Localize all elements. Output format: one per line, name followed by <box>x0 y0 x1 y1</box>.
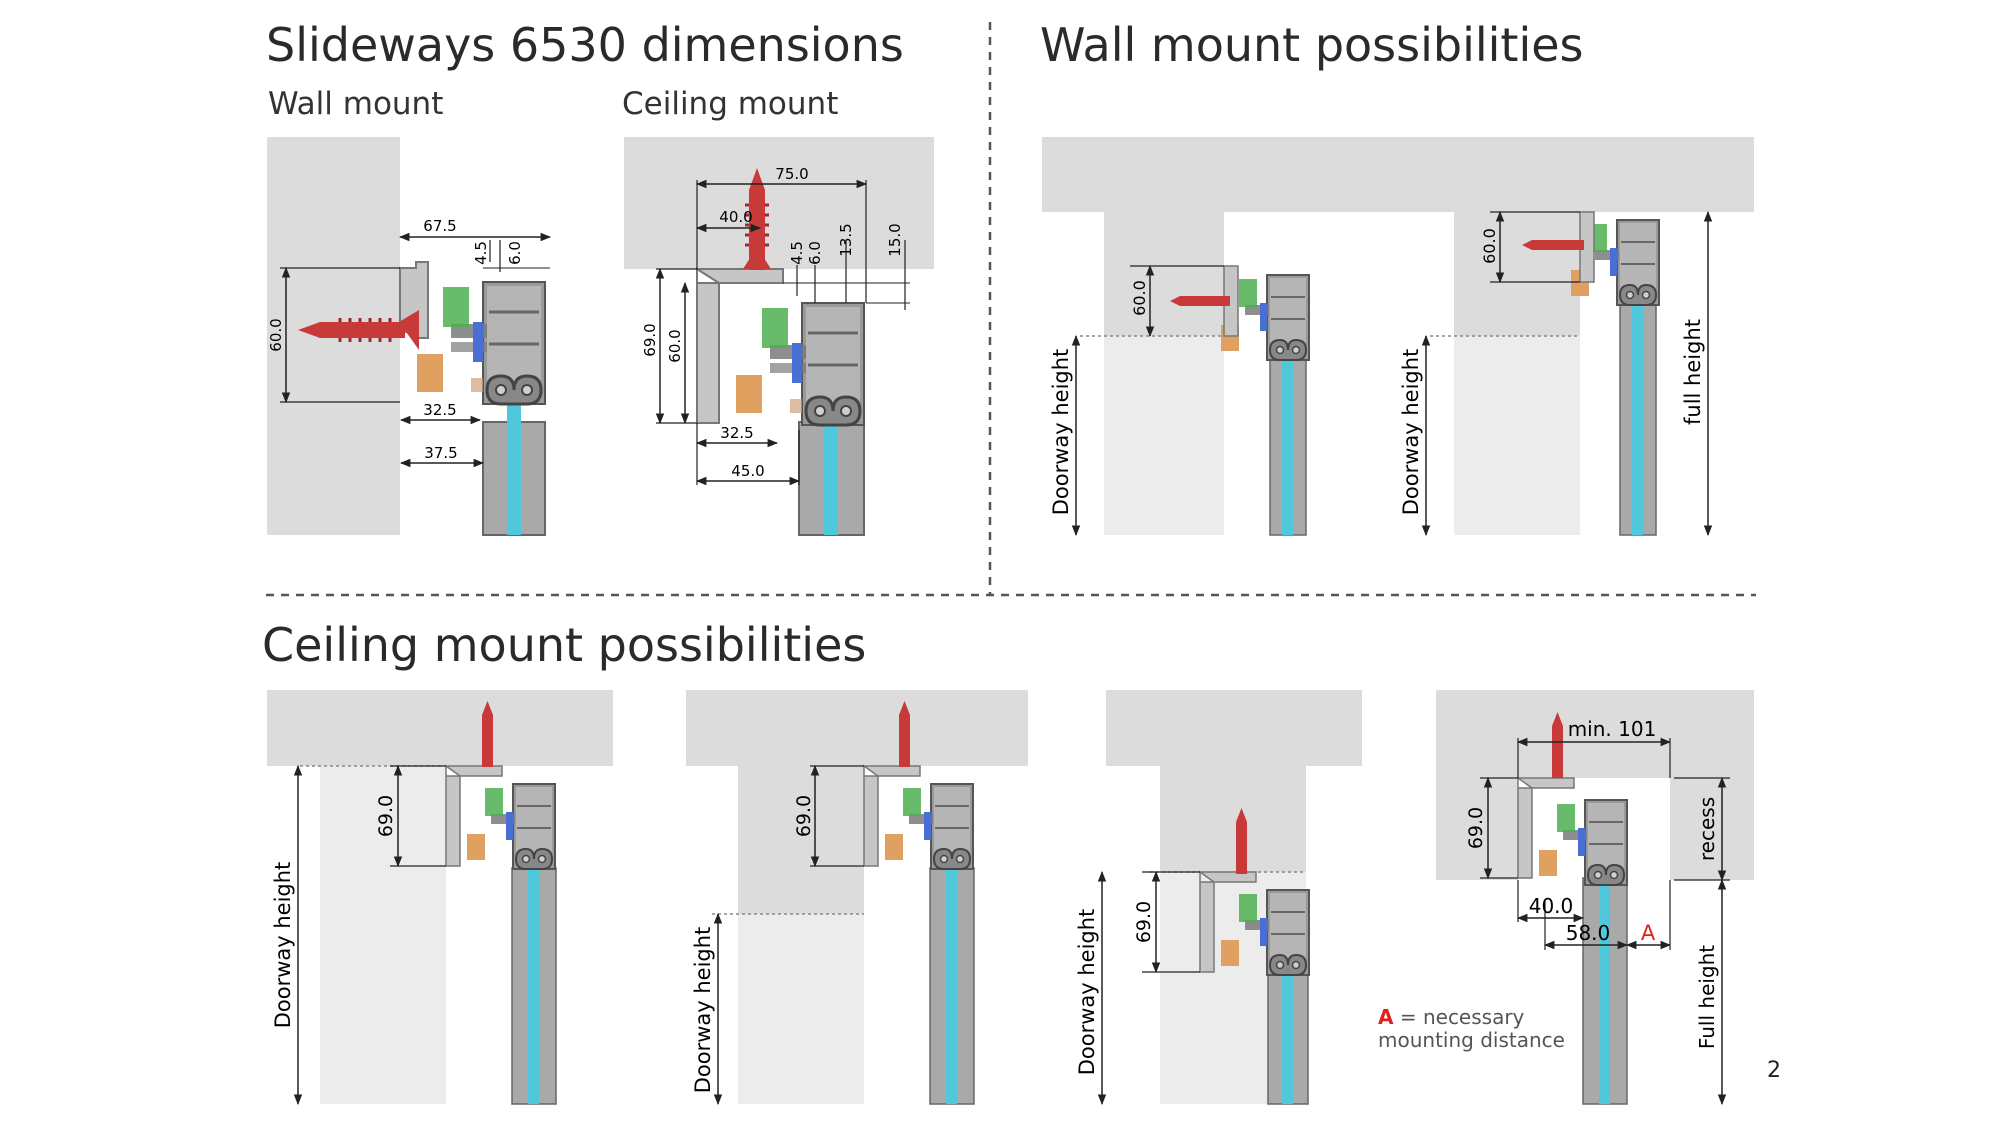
ceil-poss-dim-4: 69.0 <box>1465 807 1487 849</box>
ceil-poss-dim-a: A <box>1641 921 1656 945</box>
ceil-poss-dim-2: 69.0 <box>793 795 815 837</box>
ceil-poss-dim-1: 69.0 <box>375 795 397 837</box>
ceiling-poss-panel-1: 69.0 Doorway height <box>267 690 613 1106</box>
ceil-poss-doorway-3: Doorway height <box>1075 909 1099 1076</box>
wall-poss-dim-1: 60.0 <box>1130 280 1149 316</box>
ceil-poss-dim-40: 40.0 <box>1529 894 1574 918</box>
wall-mount-possibilities: 60.0 Doorway height 60.0 Doorway height … <box>1042 137 1754 537</box>
wall-mount-subtitle: Wall mount <box>268 86 444 122</box>
legend: A = necessary mounting distance <box>1378 1006 1565 1052</box>
ceil-poss-doorway-1: Doorway height <box>271 862 295 1029</box>
ceiling-poss-panel-4: min. 101 69.0 40.0 58.0 A recess Full he… <box>1436 690 1754 1106</box>
ceiling-dim-13-5: 13.5 <box>837 223 855 256</box>
legend-a-marker: A <box>1378 1005 1394 1029</box>
ceil-poss-recess: recess <box>1695 797 1719 861</box>
ceiling-possibilities-title: Ceiling mount possibilities <box>262 618 867 672</box>
page-number: 2 <box>1767 1058 1781 1083</box>
ceiling-dim-6-0: 6.0 <box>806 241 824 265</box>
wall-poss-doorway-1: Doorway height <box>1049 349 1073 516</box>
ceil-poss-dim-3: 69.0 <box>1133 901 1155 943</box>
wall-possibilities-title: Wall mount possibilities <box>1040 18 1584 72</box>
ceiling-dim-60-0: 60.0 <box>666 329 684 362</box>
ceil-poss-min-101: min. 101 <box>1568 717 1657 741</box>
wall-poss-dim-2: 60.0 <box>1480 228 1499 264</box>
ceil-poss-doorway-2: Doorway height <box>691 927 715 1094</box>
wall-dim-67-5: 67.5 <box>423 217 456 235</box>
legend-text-1: = necessary <box>1399 1005 1525 1029</box>
wall-mount-detail: 67.5 4.5 6.0 60.0 32.5 37.5 <box>267 137 552 536</box>
wall-dim-32-5: 32.5 <box>423 401 456 419</box>
ceiling-dim-69-0: 69.0 <box>641 323 659 356</box>
ceiling-dim-32-5: 32.5 <box>720 424 753 442</box>
wall-dim-6-0: 6.0 <box>506 241 524 265</box>
wall-poss-full-height: full height <box>1681 319 1705 425</box>
wall-dim-60-0: 60.0 <box>267 318 285 351</box>
ceil-poss-dim-58: 58.0 <box>1566 921 1611 945</box>
ceiling-dim-4-5: 4.5 <box>788 241 806 265</box>
ceiling-mount-detail: 75.0 40.0 4.5 6.0 13.5 15.0 69.0 60.0 32… <box>624 137 934 536</box>
wall-dim-4-5: 4.5 <box>472 241 490 265</box>
legend-text-2: mounting distance <box>1378 1028 1565 1052</box>
ceiling-dim-75-0: 75.0 <box>775 165 808 183</box>
dimensions-title: Slideways 6530 dimensions <box>266 18 904 72</box>
wall-dim-37-5: 37.5 <box>424 444 457 462</box>
ceiling-mount-subtitle: Ceiling mount <box>622 86 839 122</box>
wall-poss-doorway-2: Doorway height <box>1399 349 1423 516</box>
ceiling-poss-panel-2: 69.0 Doorway height <box>686 690 1028 1106</box>
ceiling-dim-40-0: 40.0 <box>719 208 752 226</box>
ceiling-dim-15-0: 15.0 <box>886 223 904 256</box>
ceiling-dim-45-0: 45.0 <box>731 462 764 480</box>
ceil-poss-full-height: Full height <box>1695 945 1719 1049</box>
ceiling-poss-panel-3: 69.0 Doorway height <box>1075 690 1362 1106</box>
